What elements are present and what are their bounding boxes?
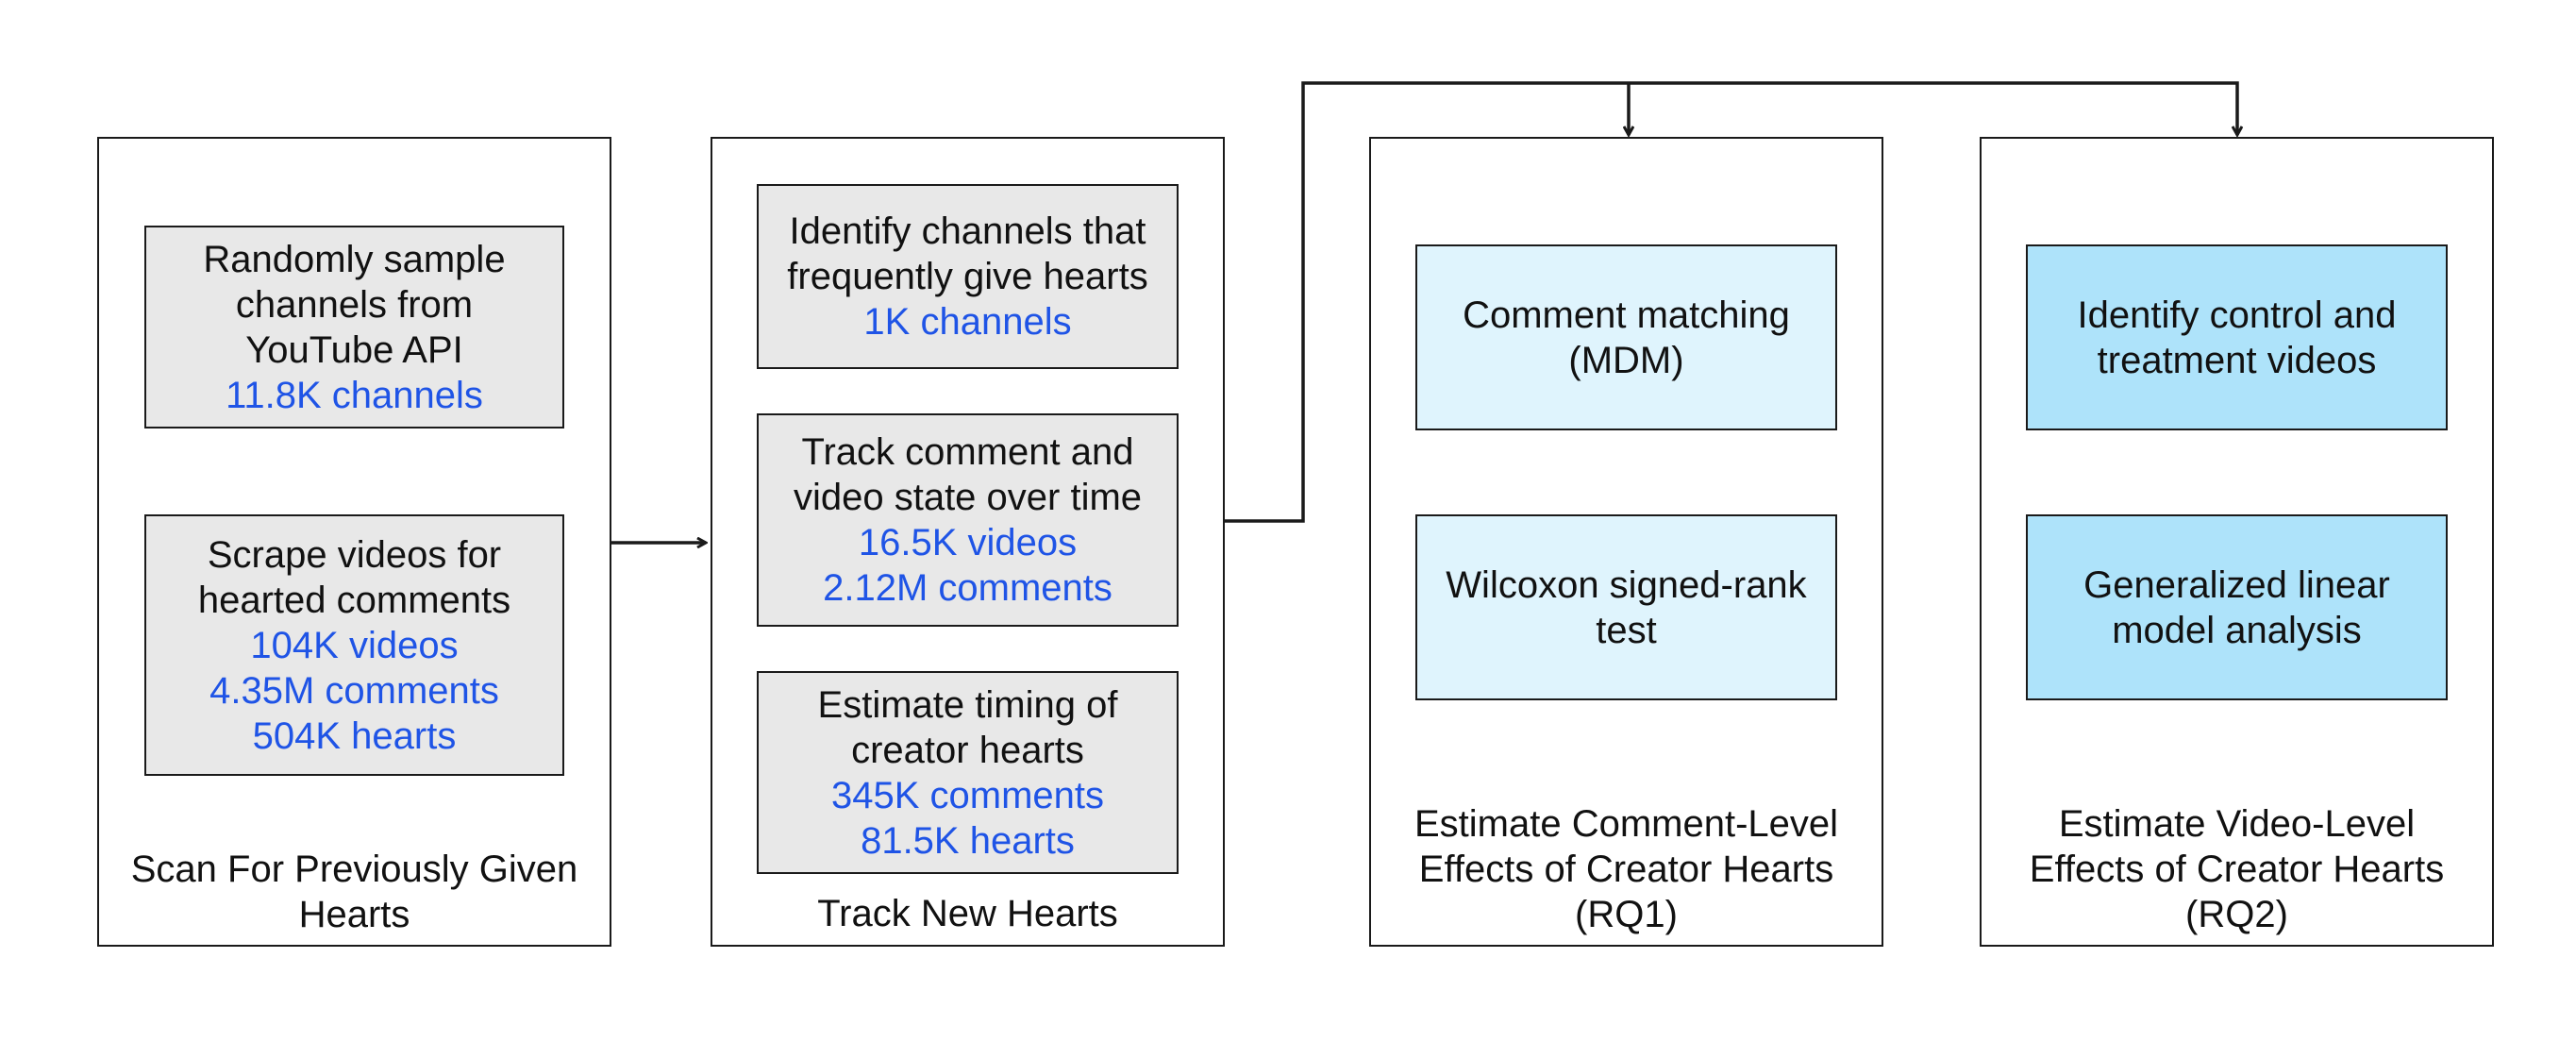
step-text: treatment videos	[2097, 339, 2377, 381]
step-text: Wilcoxon signed-rank	[1446, 563, 1807, 606]
step-text: Track comment and	[801, 431, 1134, 473]
step-sample-channels: Randomly sample channels from YouTube AP…	[144, 226, 564, 429]
panel-title-line: (RQ1)	[1575, 894, 1678, 935]
step-text: hearted comments	[197, 579, 511, 621]
step-stat: 1K channels	[863, 301, 1072, 343]
panel-title: Estimate Comment-Level Effects of Creato…	[1380, 801, 1872, 937]
step-glm-analysis: Generalized linear model analysis	[2026, 514, 2448, 700]
step-stat: 2.12M comments	[823, 567, 1112, 609]
step-text: (MDM)	[1568, 339, 1684, 381]
panel-title-line: Effects of Creator Hearts	[2029, 849, 2445, 890]
step-scrape-videos: Scrape videos for hearted comments 104K …	[144, 514, 564, 776]
step-text: Identify control and	[2077, 294, 2397, 336]
panel-title-line: Track New Hearts	[817, 893, 1118, 934]
step-stat: 345K comments	[830, 774, 1105, 816]
panel-title-line: Estimate Comment-Level	[1413, 803, 1839, 845]
step-stat: 16.5K videos	[858, 522, 1078, 563]
panel-title-line: (RQ2)	[2185, 894, 2288, 935]
step-stat: 4.35M comments	[209, 669, 499, 712]
step-text: Estimate timing of	[817, 683, 1118, 726]
step-stat: 11.8K channels	[226, 374, 483, 416]
panel-title: Track New Hearts	[722, 891, 1213, 936]
step-text: YouTube API	[245, 328, 463, 371]
step-text: Comment matching	[1463, 294, 1790, 336]
panel-title-line: Estimate Video-Level	[2058, 803, 2416, 845]
step-estimate-timing: Estimate timing of creator hearts 345K c…	[757, 671, 1179, 874]
step-text: Scrape videos for	[207, 533, 502, 576]
arrow-track-to-rq-panels	[1223, 81, 2237, 523]
step-comment-matching: Comment matching (MDM)	[1415, 244, 1837, 430]
step-text: Randomly sample	[203, 238, 506, 280]
step-wilcoxon-test: Wilcoxon signed-rank test	[1415, 514, 1837, 700]
step-stat: 104K videos	[250, 624, 459, 666]
step-stat: 504K hearts	[252, 714, 457, 757]
panel-title-line: Effects of Creator Hearts	[1418, 849, 1834, 890]
step-track-state: Track comment and video state over time …	[757, 413, 1179, 627]
step-text: test	[1596, 609, 1657, 651]
panel-title-line: Scan For Previously Given	[130, 849, 578, 890]
step-text: Generalized linear	[2083, 563, 2390, 606]
panel-title-line: Hearts	[298, 894, 410, 935]
step-identify-control-treatment: Identify control and treatment videos	[2026, 244, 2448, 430]
step-text: creator hearts	[851, 729, 1084, 771]
step-identify-channels: Identify channels that frequently give h…	[757, 184, 1179, 369]
step-text: video state over time	[793, 477, 1143, 518]
panel-title: Estimate Video-Level Effects of Creator …	[1991, 801, 2483, 937]
panel-title: Scan For Previously Given Hearts	[109, 847, 600, 937]
step-stat: 81.5K hearts	[861, 819, 1075, 862]
step-text: Identify channels that	[789, 210, 1146, 252]
step-text: channels from	[235, 283, 474, 326]
step-text: frequently give hearts	[787, 256, 1148, 297]
step-text: model analysis	[2112, 609, 2362, 651]
